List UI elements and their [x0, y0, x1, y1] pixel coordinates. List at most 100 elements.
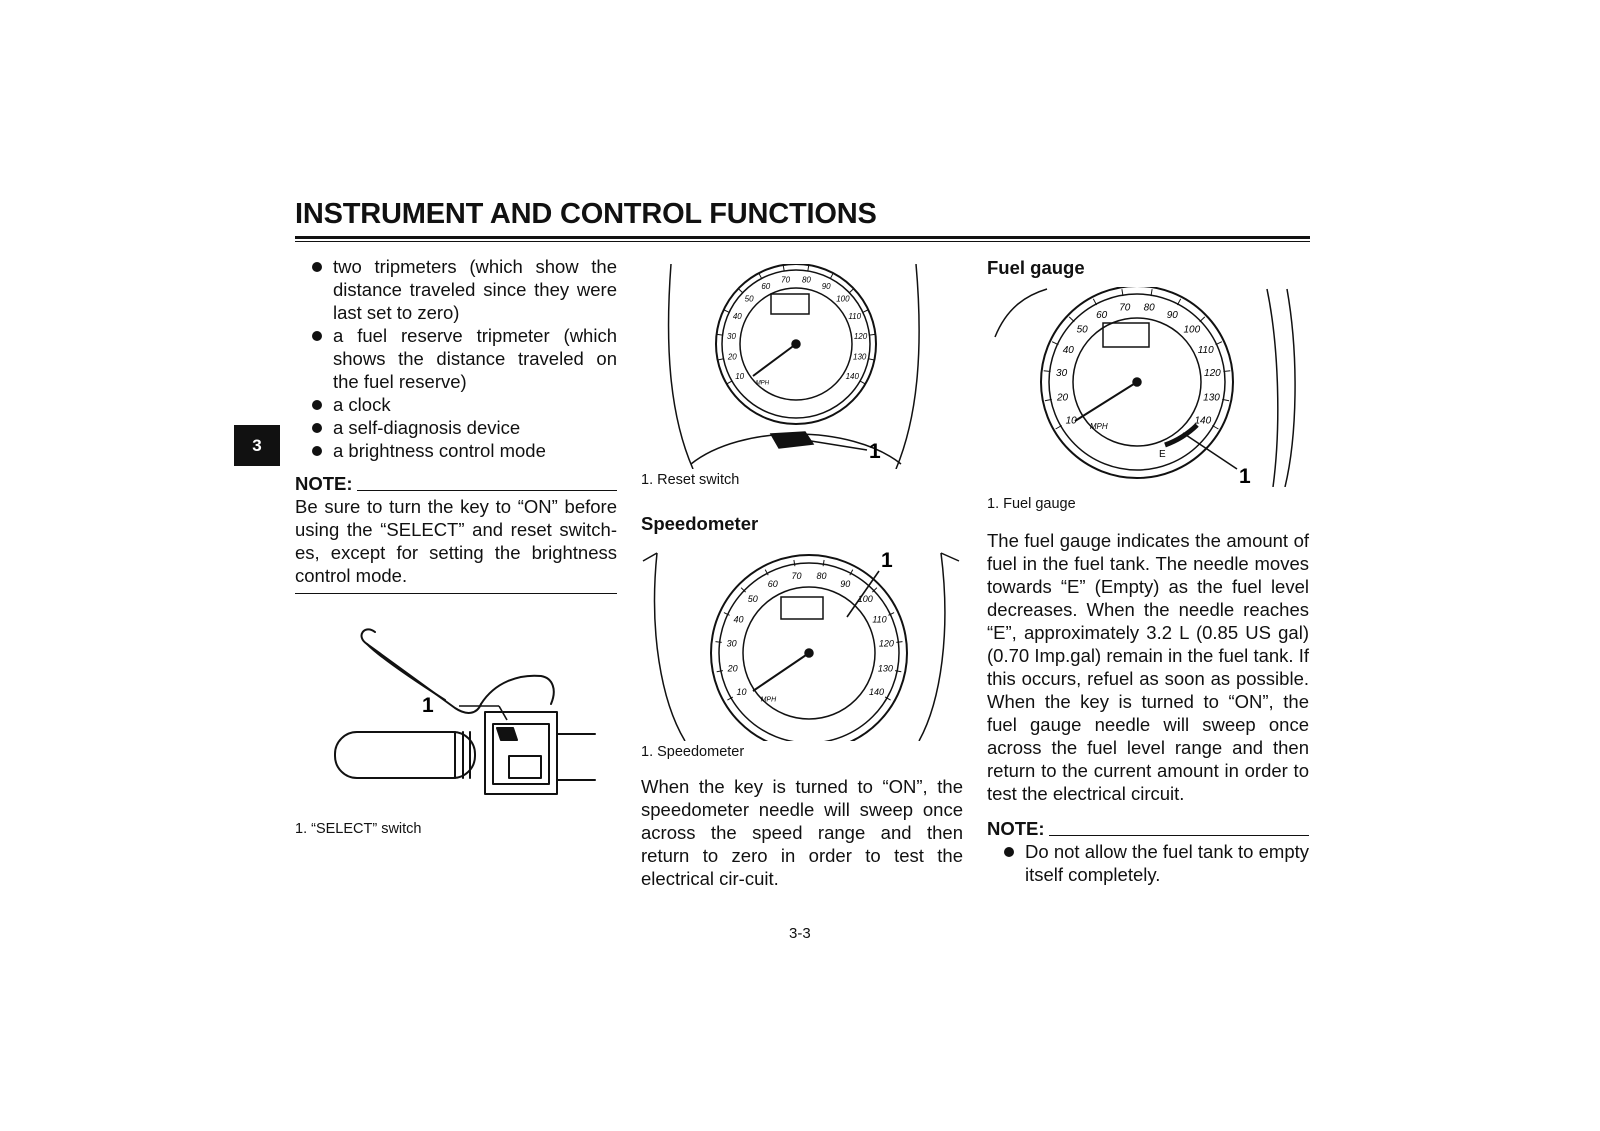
gauge-tick: [896, 641, 903, 643]
gauge-tick: [1222, 398, 1230, 402]
gauge-tick: [738, 288, 744, 294]
gauge-tick: [1092, 298, 1098, 306]
list-item: a self-diagnosis device: [295, 416, 617, 439]
note-label: NOTE:: [987, 818, 1045, 839]
select-switch-caption: 1. “SELECT” switch: [295, 821, 422, 837]
gauge-tick: [793, 559, 796, 567]
gauge-scale-label: 80: [1144, 302, 1156, 313]
gauge-scale-label: 130: [878, 664, 893, 674]
gauge-scale-label: 100: [858, 594, 873, 604]
gauge-scale-label: 30: [727, 332, 736, 341]
gauge-scale-label: 10: [735, 372, 744, 381]
reset-switch-callout: 1: [869, 440, 881, 463]
page-number: 3-3: [789, 925, 811, 942]
gauge-scale-label: 40: [1063, 345, 1075, 356]
gauge-scale-label: 80: [816, 571, 826, 581]
note-heading: NOTE:: [295, 472, 617, 495]
fuel-gauge-callout: 1: [1239, 465, 1251, 487]
list-item: a brightness control mode: [295, 439, 617, 462]
gauge-tick: [884, 696, 891, 701]
gauge-tick: [723, 612, 730, 616]
gauge-scale-label: 140: [1194, 415, 1211, 426]
gauge-tick: [1044, 398, 1052, 402]
note-rule: [1048, 835, 1309, 836]
chapter-tab: 3: [234, 425, 280, 466]
gauge-tick: [869, 333, 875, 336]
gauge-scale-label: 120: [879, 639, 894, 649]
gauge-scale-label: 90: [822, 282, 831, 291]
gauge-tick: [740, 587, 746, 593]
note-end-rule: [295, 593, 617, 594]
gauge-scale-label: 50: [1077, 325, 1089, 336]
gauge-tick: [862, 309, 868, 313]
gauge-scale-label: 70: [791, 571, 801, 581]
note-rule: [356, 490, 617, 491]
gauge-unit-label: MPH: [761, 696, 778, 703]
gauge-scale-label: 60: [768, 579, 778, 589]
gauge-tick: [848, 288, 854, 294]
gauge-tick: [829, 273, 834, 279]
gauge-tick: [1212, 425, 1219, 430]
gauge-tick: [849, 569, 854, 576]
gauge-scale-label: 110: [1198, 345, 1214, 356]
fuel-empty-mark: E: [1159, 449, 1166, 460]
gauge-scale-label: 30: [727, 639, 737, 649]
list-item: a clock: [295, 393, 617, 416]
gauge-scale-label: 40: [733, 312, 742, 321]
gauge-scale-label: 20: [727, 664, 738, 674]
speedometer-heading: Speedometer: [641, 513, 759, 534]
gauge-tick: [1121, 289, 1124, 297]
gauge-tick: [724, 309, 730, 313]
gauge-scale-label: 20: [1056, 393, 1069, 404]
gauge-scale-label: 90: [1167, 310, 1179, 321]
speedometer-callout: 1: [881, 549, 893, 572]
gauge-scale-label: 140: [846, 372, 860, 381]
gauge-scale-label: 50: [745, 295, 754, 304]
gauge-scale-label: 110: [848, 312, 861, 321]
gauge-scale-label: 120: [854, 332, 868, 341]
gauge-scale-label: 10: [1066, 415, 1078, 426]
gauge-tick: [807, 265, 810, 272]
gauge-scale-label: 30: [1056, 368, 1068, 379]
gauge-tick: [868, 358, 874, 361]
gauge-scale-label: 100: [836, 295, 850, 304]
gauge-unit-label: MPH: [1090, 422, 1108, 431]
gauge-scale-label: 140: [869, 687, 884, 697]
header-rule-thick: [295, 236, 1310, 239]
gauge-tick: [1055, 425, 1062, 430]
gauge-scale-label: 70: [1119, 302, 1131, 313]
list-item: two tripmeters (which show the distance …: [295, 255, 617, 324]
fuel-gauge-caption: 1. Fuel gauge: [987, 496, 1076, 512]
column-1: two tripmeters (which show the distance …: [295, 255, 617, 838]
gauge-tick: [782, 265, 785, 272]
gauge-tick: [764, 569, 769, 576]
list-item: Do not allow the fuel tank to empty itse…: [987, 840, 1309, 886]
header-rule-thin: [295, 241, 1310, 242]
speedometer-caption: 1. Speedometer: [641, 744, 745, 760]
list-item: a fuel reserve tripmeter (which shows th…: [295, 324, 617, 393]
page-title: INSTRUMENT AND CONTROL FUNCTIONS: [295, 198, 877, 230]
gauge-scale-label: 100: [1183, 325, 1200, 336]
gauge-tick: [895, 670, 902, 673]
gauge-tick: [716, 670, 723, 673]
gauge-scale-label: 90: [840, 579, 850, 589]
note-label: NOTE:: [295, 473, 353, 494]
gauge-scale-label: 60: [1096, 310, 1108, 321]
gauge-tick: [859, 380, 866, 385]
gauge-scale-label: 80: [802, 276, 811, 285]
gauge-tick: [1051, 341, 1059, 346]
gauge-scale-label: 130: [853, 353, 867, 362]
gauge-tick: [822, 559, 825, 567]
gauge-tick: [717, 333, 723, 336]
gauge-scale-label: 130: [1203, 393, 1220, 404]
gauge-scale-label: 60: [761, 282, 770, 291]
note-heading: NOTE:: [987, 817, 1309, 840]
gauge-tick: [1068, 316, 1075, 323]
gauge-scale-label: 10: [736, 687, 746, 697]
gauge-scale-label: 40: [733, 615, 743, 625]
gauge-tick: [1176, 298, 1182, 306]
